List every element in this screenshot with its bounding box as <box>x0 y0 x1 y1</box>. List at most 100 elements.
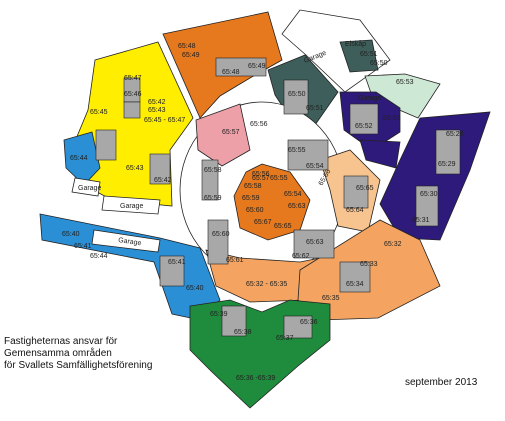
label-6563: 65:63 <box>306 239 324 246</box>
label-6551b: 65:51 <box>360 51 378 58</box>
label-w-5657: 65:57 <box>252 175 270 182</box>
building <box>201 159 219 201</box>
label-6531: 65:31 <box>412 217 430 224</box>
label-6549-a: 65:49 <box>182 52 200 59</box>
label-w-5658: 65:58 <box>244 183 262 190</box>
label-garage-left2: Garage <box>120 203 143 210</box>
building <box>283 315 313 339</box>
building <box>283 79 309 115</box>
label-w-5656: 65:56 <box>252 171 270 178</box>
label-6529: 65:29 <box>438 161 456 168</box>
building <box>95 129 117 161</box>
label-6528: 65:28 <box>446 131 464 138</box>
garage-mid <box>91 229 161 253</box>
label-w-5663: 65:63 <box>288 203 306 210</box>
label-6550b: 65:50 <box>370 60 388 67</box>
building <box>287 139 329 171</box>
label-w-5667: 65:67 <box>254 219 272 226</box>
label-6545-47: 65:45 - 65:47 <box>144 117 185 124</box>
label-6543-a: 65:43 <box>148 107 166 114</box>
label-6550: 65:50 <box>288 91 306 98</box>
label-6560: 65:60 <box>212 231 230 238</box>
building <box>215 57 267 77</box>
legend-line-2: Gemensamma områden <box>4 348 112 359</box>
building <box>349 103 379 135</box>
label-6534: 65:34 <box>346 281 364 288</box>
building <box>149 153 171 185</box>
label-6552: 65:52 <box>355 123 373 130</box>
label-6537: 65:37 <box>276 335 294 342</box>
legend-line-3: för Svallets Samfällighetsförening <box>4 360 153 371</box>
map-date: september 2013 <box>405 377 478 388</box>
label-6535: 65:35 <box>322 295 340 302</box>
building <box>339 261 371 293</box>
label-6541: 65:41 <box>74 243 92 250</box>
building <box>207 219 229 265</box>
label-6542-a: 65:42 <box>148 99 166 106</box>
label-6532-35: 65:32 - 65:35 <box>246 281 287 288</box>
label-6553b: 65:53 <box>383 115 401 122</box>
label-6561: 65:61 <box>226 257 244 264</box>
label-w-5654: 65:54 <box>284 191 302 198</box>
label-6540b: 65:40 <box>186 285 204 292</box>
label-6541b: 65:41 <box>168 259 186 266</box>
label-6553: 65:53 <box>396 79 414 86</box>
building <box>123 101 141 119</box>
navy-area-e <box>379 111 491 241</box>
label-6539: 65:39 <box>210 311 228 318</box>
label-6547: 65:47 <box>124 75 142 82</box>
label-6544: 65:44 <box>70 155 88 162</box>
label-6540: 65:40 <box>62 231 80 238</box>
label-garage-right: Garage <box>358 95 381 102</box>
label-6544b: 65:44 <box>90 253 108 260</box>
garage-top <box>281 9 391 93</box>
label-w-5659: 65:59 <box>242 195 260 202</box>
label-6548: 65:48 <box>222 69 240 76</box>
building <box>221 305 247 337</box>
label-6555: 65:55 <box>288 147 306 154</box>
label-6545: 65:45 <box>90 109 108 116</box>
building <box>343 175 369 209</box>
label-6536: 65:36 <box>300 319 318 326</box>
legend-line-1: Fastigheternas ansvar för <box>4 336 118 347</box>
garage-left-2 <box>101 195 161 215</box>
label-6556: 65:56 <box>250 121 268 128</box>
label-6549: 65:49 <box>248 63 266 70</box>
label-6557: 65:57 <box>222 129 240 136</box>
label-6551: 65:51 <box>306 105 324 112</box>
labels: Garage Elskåp 65:51 65:50 65:53 Garage 6… <box>62 40 464 382</box>
label-6558: 65:58 <box>204 167 222 174</box>
label-6538: 65:38 <box>234 329 252 336</box>
building <box>435 129 461 175</box>
blue-area-nw <box>63 131 101 186</box>
label-elskap: Elskåp <box>345 40 366 48</box>
label-6559: 65:59 <box>204 195 222 202</box>
label-garage-left1: Garage <box>78 185 101 192</box>
label-6562: 65:62 <box>292 253 310 260</box>
label-w-5660: 65:60 <box>246 207 264 214</box>
building <box>415 185 439 227</box>
label-6548-49: 65:48 <box>178 43 196 50</box>
label-garage-mid: Garage <box>118 237 142 247</box>
label-w-5665: 65:65 <box>274 223 292 230</box>
building <box>293 229 335 259</box>
label-6533: 65:33 <box>360 261 378 268</box>
pink-area <box>195 103 251 167</box>
navy-area-mid <box>359 139 401 169</box>
label-6565: 65:65 <box>356 185 374 192</box>
building <box>159 255 185 287</box>
label-w-5655: 65:55 <box>270 175 288 182</box>
label-6530: 65:30 <box>420 191 438 198</box>
garage-left-1 <box>71 177 101 197</box>
label-6554: 65:54 <box>306 163 324 170</box>
label-6546: 65:46 <box>124 91 142 98</box>
label-6532: 65:32 <box>384 241 402 248</box>
center-wheel <box>233 163 311 241</box>
elskap-area <box>339 39 379 73</box>
label-6536-39: 65:36 -65:39 <box>236 375 275 382</box>
buildings <box>95 57 461 339</box>
label-6542: 65:42 <box>154 177 172 184</box>
label-6543: 65:43 <box>126 165 144 172</box>
label-6564: 65:64 <box>346 207 364 214</box>
